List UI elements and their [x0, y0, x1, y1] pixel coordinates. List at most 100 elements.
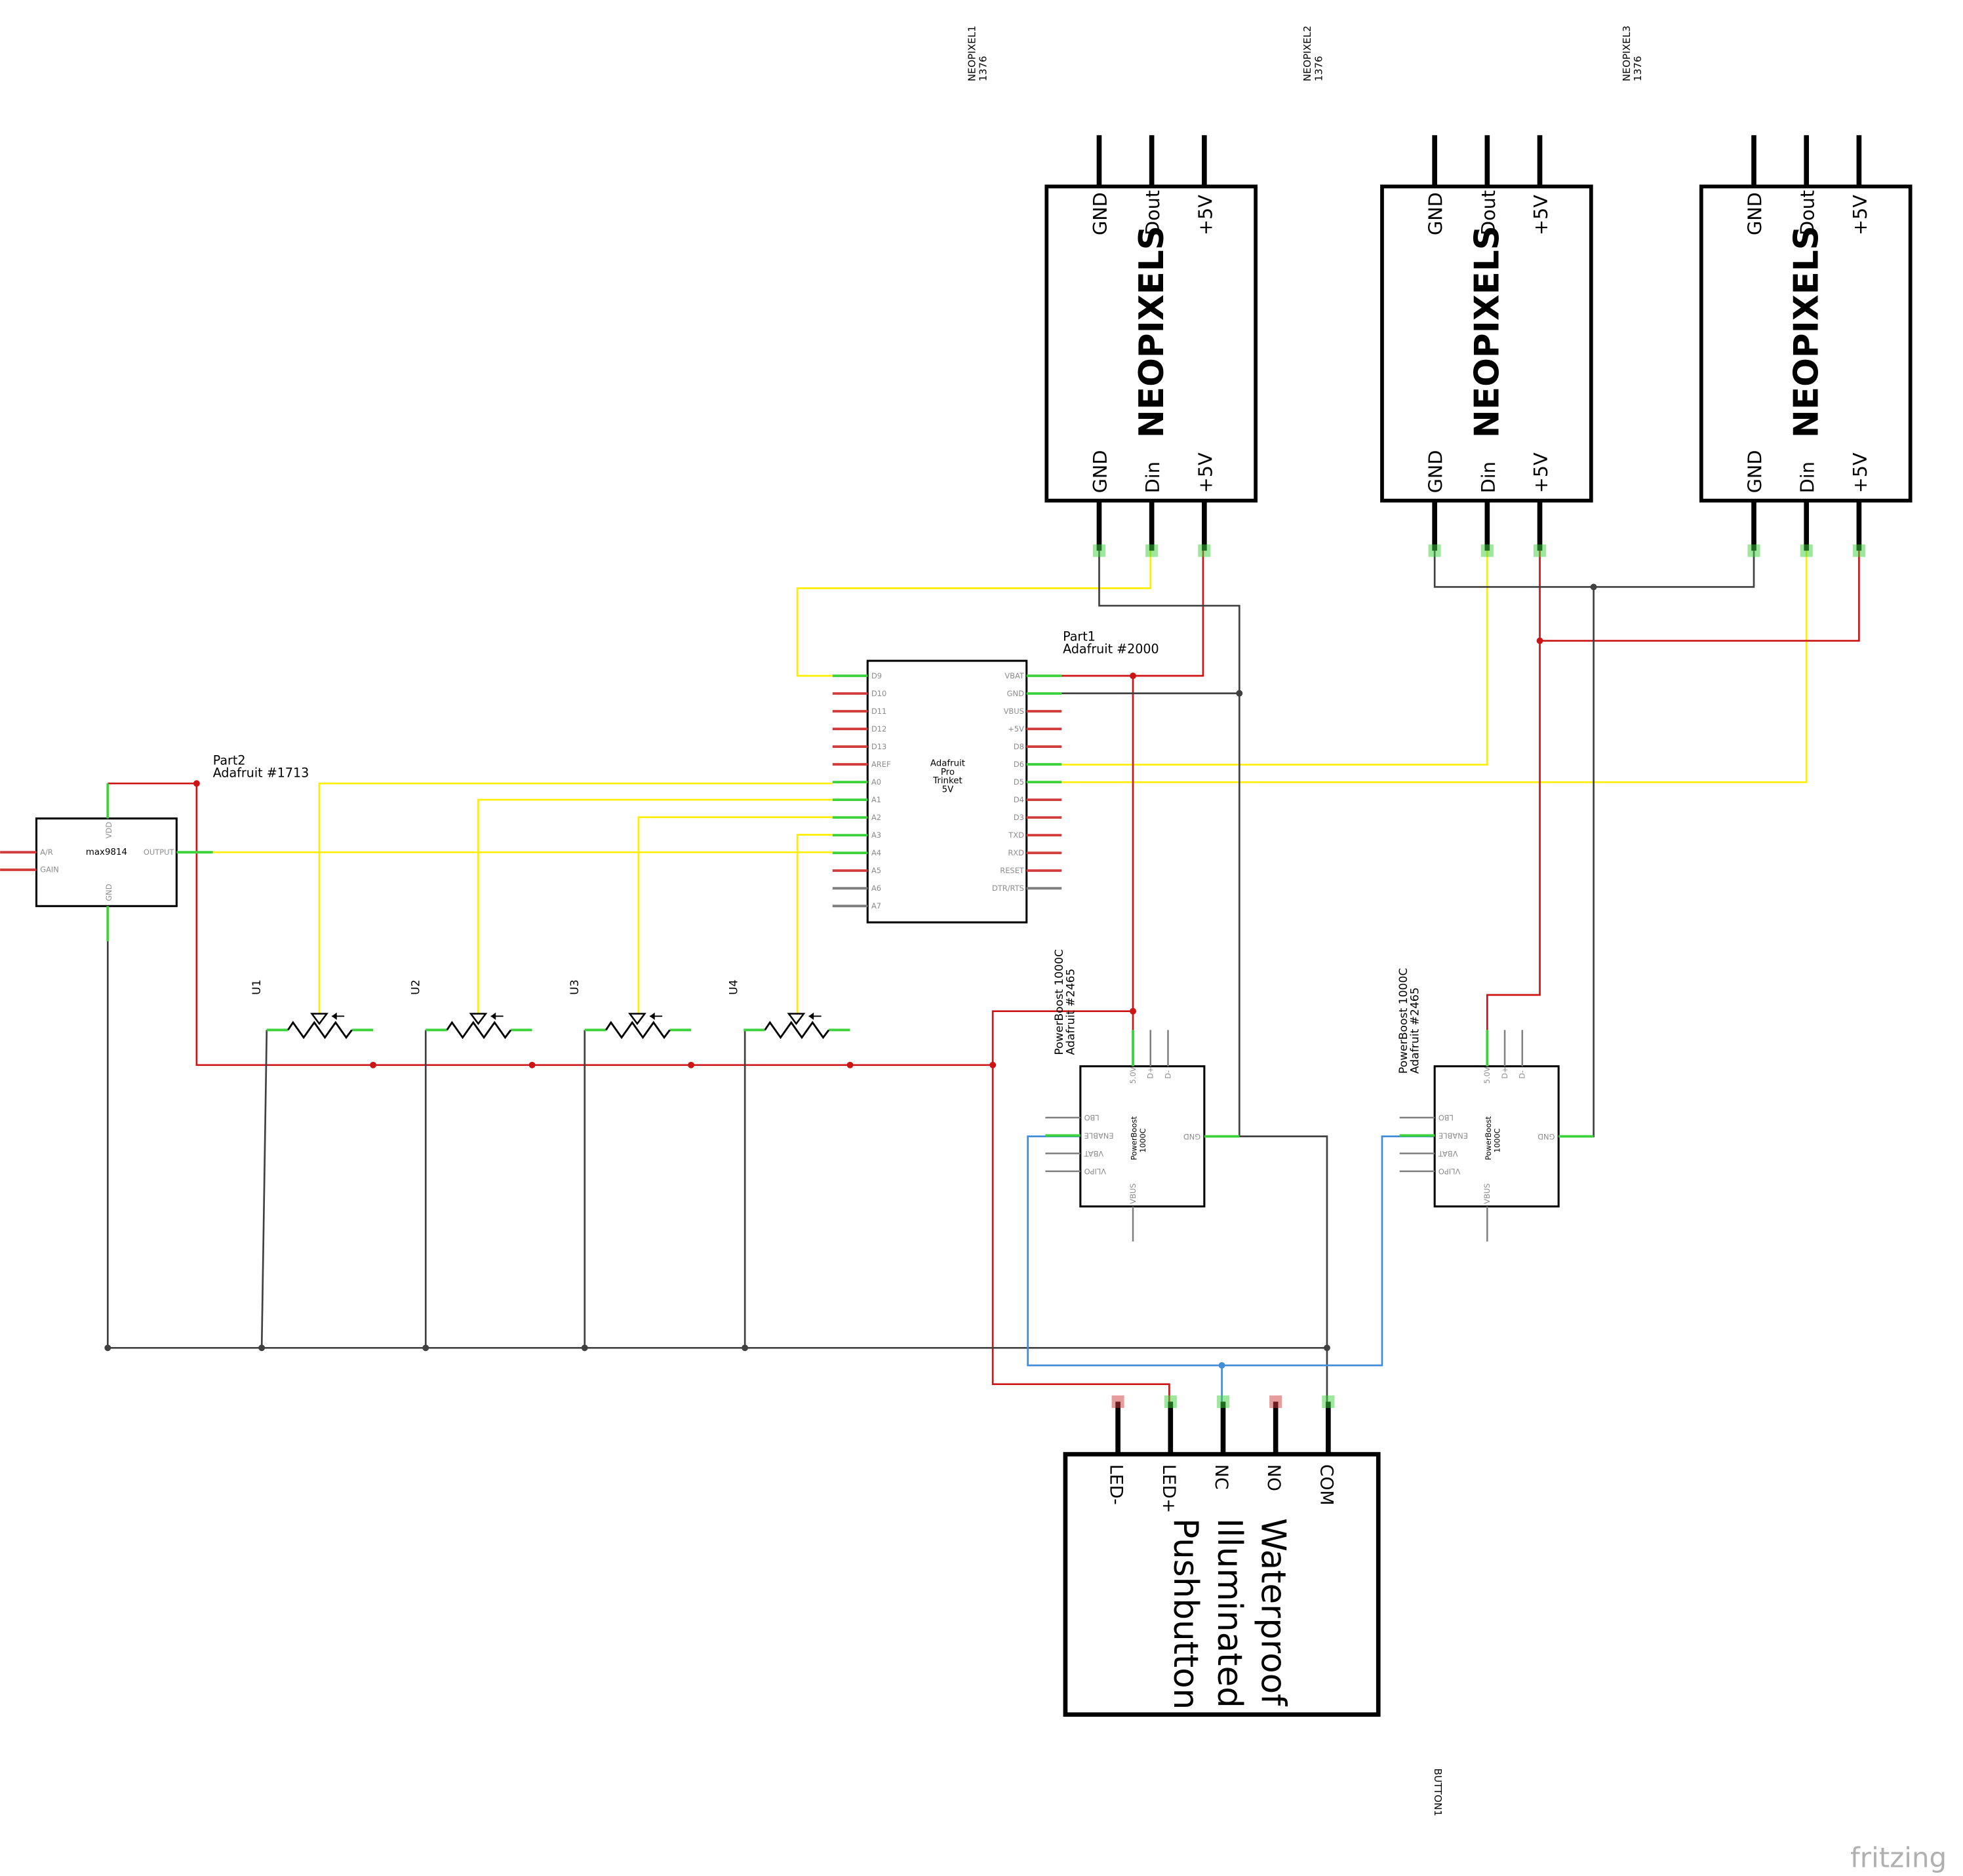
- pin-label: AREF: [871, 760, 891, 769]
- part-ref: NEOPIXEL3: [1621, 26, 1633, 81]
- resistor-zigzag: [605, 1021, 671, 1040]
- part-ref: PowerBoost 1000C: [1053, 949, 1066, 1055]
- pin-label: +5V: [1194, 452, 1216, 493]
- pin-label: GND: [1743, 450, 1766, 494]
- wire-junction: [370, 1061, 377, 1068]
- neopixel-title: NEOPIXELS: [1787, 225, 1826, 438]
- pin-label: D4: [1014, 795, 1024, 804]
- wire-d6[interactable]: [1061, 551, 1488, 766]
- wire-junction: [846, 1061, 854, 1068]
- wire-a3[interactable]: [797, 834, 833, 1014]
- wire-junction: [1590, 583, 1597, 591]
- wire-a1[interactable]: [477, 798, 833, 1014]
- pin-label: +5V: [1194, 195, 1216, 235]
- trinket-title: 5V: [942, 785, 954, 795]
- wiper-arrow-icon: [787, 1013, 806, 1025]
- wire-junction: [989, 1061, 997, 1068]
- potentiometer-U4[interactable]: U4: [728, 979, 850, 1040]
- wire-junction: [688, 1061, 695, 1068]
- pin-label: D10: [871, 689, 886, 698]
- pin-connector: [1322, 1395, 1335, 1408]
- pin-label: +5V: [1530, 452, 1552, 493]
- pin-label: D8: [1014, 742, 1024, 751]
- pin-label: Dout: [1141, 190, 1164, 235]
- pin-label: +5V: [1849, 195, 1871, 235]
- pin-connector: [1269, 1395, 1282, 1408]
- adjust-arrow-head-icon: [332, 1012, 337, 1021]
- wire-d9[interactable]: [797, 551, 1152, 677]
- wire-junction: [1323, 1344, 1330, 1352]
- pin-label: +5V: [1530, 195, 1552, 235]
- pin-connector: [1533, 544, 1547, 557]
- button-title: Waterproof: [1254, 1518, 1293, 1707]
- pin-label: GAIN: [40, 865, 59, 874]
- wire-junction: [258, 1344, 266, 1352]
- pin-label: D5: [1014, 777, 1024, 787]
- pin-label: A4: [871, 848, 881, 857]
- potentiometer-U2[interactable]: U2: [410, 979, 532, 1040]
- wiper-arrow-icon: [469, 1013, 488, 1025]
- potentiometer-U1[interactable]: U1: [250, 979, 374, 1040]
- wire-junction: [1218, 1362, 1225, 1369]
- pin-label: A/R: [40, 848, 53, 857]
- wiper-arrow-icon: [628, 1013, 646, 1025]
- wire-gnd-com[interactable]: [1239, 1135, 1328, 1402]
- wire-5v-pb2[interactable]: [1486, 551, 1541, 1030]
- wire-junction: [742, 1344, 749, 1352]
- powerboost-body: [1079, 1065, 1206, 1208]
- pin-label: LBO: [1084, 1113, 1100, 1122]
- pin-label: D+: [1146, 1066, 1155, 1078]
- pin-connector: [1428, 544, 1441, 557]
- pin-label: Din: [1141, 461, 1164, 493]
- wire-enable[interactable]: [1027, 1135, 1435, 1367]
- wire-gnd-pb2[interactable]: [1558, 587, 1595, 1137]
- pin-label: RESET: [1000, 866, 1025, 875]
- part-number: Adafruit #2465: [1408, 987, 1421, 1074]
- wire-junction: [1536, 637, 1543, 644]
- signal-wires: [212, 551, 1808, 1014]
- wire-a0[interactable]: [318, 782, 833, 1014]
- pot-ref: U2: [410, 979, 423, 995]
- mic-body: [35, 817, 178, 907]
- part-ref: PowerBoost 1000C: [1397, 968, 1410, 1074]
- neopixel-title: NEOPIXELS: [1132, 225, 1172, 438]
- pin-label: D13: [871, 742, 886, 751]
- wire-pot-vcc[interactable]: [108, 782, 993, 1066]
- wire-gnd-u1[interactable]: [260, 1030, 268, 1348]
- pin-label: D12: [871, 724, 886, 733]
- wire-vbat[interactable]: [1061, 551, 1204, 677]
- wiper-arrow-icon: [310, 1013, 328, 1025]
- pin-label: ENABLE: [1084, 1131, 1114, 1140]
- part-ref: NEOPIXEL1: [966, 26, 978, 81]
- wire-a2[interactable]: [637, 816, 833, 1014]
- wire-junction: [1236, 690, 1243, 697]
- wire-5v-np3[interactable]: [1539, 551, 1860, 642]
- potentiometer-U3[interactable]: U3: [568, 979, 692, 1040]
- pin-label: COM: [1316, 1464, 1336, 1506]
- pin-label: GND: [1425, 450, 1447, 494]
- pin-label: GND: [1183, 1132, 1200, 1141]
- wire-gnd-np1[interactable]: [1098, 551, 1240, 1137]
- part-ref: NEOPIXEL2: [1301, 26, 1313, 81]
- pin-connector: [1480, 544, 1494, 557]
- wire-led-plus[interactable]: [991, 1010, 1170, 1402]
- part-ref: Part2: [213, 753, 246, 768]
- powerboost-title: PowerBoost: [1484, 1116, 1493, 1160]
- pin-connector: [1145, 544, 1159, 557]
- resistor-zigzag: [446, 1021, 512, 1040]
- neopixel-title: NEOPIXELS: [1468, 225, 1507, 438]
- pot-ref: U1: [250, 979, 264, 995]
- pin-connector: [1747, 544, 1760, 557]
- wire-d5[interactable]: [1061, 551, 1808, 783]
- pin-label: DTR/RTS: [992, 884, 1024, 893]
- pin-label: VLIPO: [1438, 1167, 1460, 1176]
